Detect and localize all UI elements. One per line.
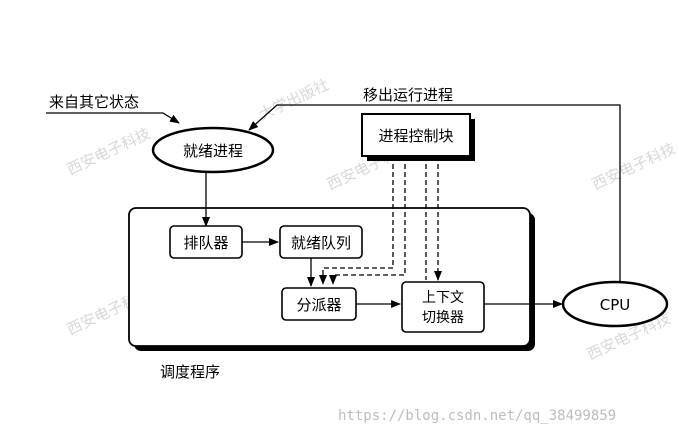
ready-process-node: 就绪进程 bbox=[151, 126, 275, 174]
pcb-dashed-links bbox=[319, 156, 442, 285]
dispatcher-box: 分派器 bbox=[281, 287, 357, 321]
label-scheduler: 调度程序 bbox=[160, 363, 220, 381]
watermark-text: 大学出版社 bbox=[256, 76, 332, 124]
watermark-text: 西安电子科技 bbox=[589, 139, 678, 193]
ready-queue-label: 就绪队列 bbox=[291, 234, 351, 252]
dispatcher-label: 分派器 bbox=[296, 296, 341, 314]
watermark-text: 西安电子科技 bbox=[64, 124, 153, 178]
pcb-label: 进程控制块 bbox=[378, 127, 453, 145]
arrow-from-other-states bbox=[46, 112, 180, 124]
cpu-node: CPU bbox=[561, 280, 669, 328]
arrow-cpu-feedback bbox=[248, 104, 621, 282]
source-url-watermark: https://blog.csdn.net/qq_38499859 bbox=[338, 408, 616, 424]
label-move-out-running: 移出运行进程 bbox=[363, 86, 453, 104]
enqueue-box: 排队器 bbox=[169, 225, 243, 259]
context-switcher-label-2: 切换器 bbox=[422, 309, 464, 326]
enqueue-label: 排队器 bbox=[183, 234, 228, 252]
label-from-other-states: 来自其它状态 bbox=[49, 93, 139, 111]
cpu-label: CPU bbox=[600, 296, 631, 314]
ready-queue-box: 就绪队列 bbox=[279, 225, 363, 259]
pcb-box: 进程控制块 bbox=[361, 113, 475, 161]
context-switcher-label-1: 上下文 bbox=[422, 290, 464, 306]
ready-process-label: 就绪进程 bbox=[183, 142, 243, 160]
context-switcher-box: 上下文 切换器 bbox=[401, 281, 485, 333]
